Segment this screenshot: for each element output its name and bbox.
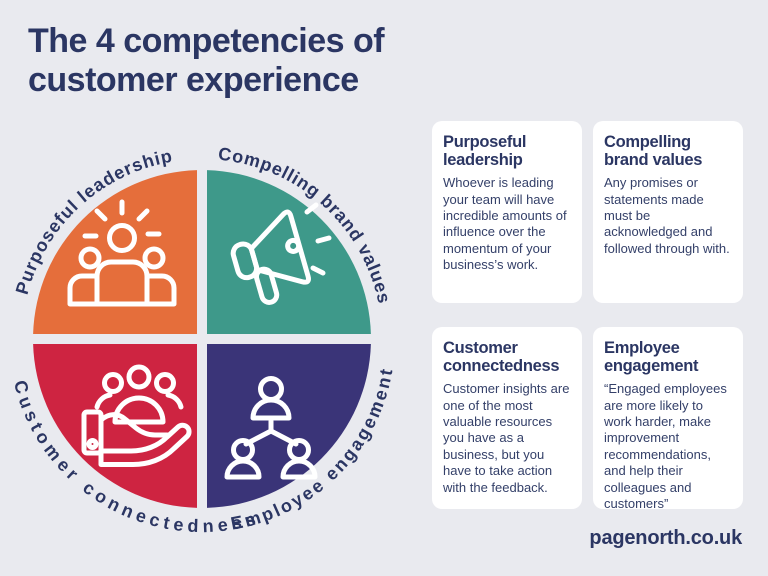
card-compelling-brand-values: Compelling brand values Any promises or … [593,121,743,303]
footer-website-url: pagenorth.co.uk [589,527,742,549]
card-customer-connectedness: Customer connectedness Customer insights… [432,327,582,509]
card-title: Customer connectedness [443,339,560,375]
title-line-2: customer experience [28,61,359,100]
card-body: Customer insights are one of the most va… [443,381,570,495]
card-title: Purposeful leadership [443,133,527,169]
competency-cards: Purposeful leadership Whoever is leading… [432,121,743,511]
card-purposeful-leadership: Purposeful leadership Whoever is leading… [432,121,582,303]
card-employee-engagement: Employee engagement “Engaged employees a… [593,327,743,511]
card-body: Any promises or statements made must be … [604,175,730,256]
leadership-group-icon [67,199,177,307]
megaphone-icon [230,202,332,305]
card-body: “Engaged employees are more likely to wo… [604,381,727,511]
quadrant-employee-engagement [207,344,371,508]
competencies-wheel-diagram: Purposeful leadership Compelling brand v… [10,144,394,537]
hand-holding-customers-icon [81,364,192,467]
card-title: Compelling brand values [604,133,703,169]
page-title: The 4 competencies of customer experienc… [28,22,385,100]
card-body: Whoever is leading your team will have i… [443,175,567,273]
card-title: Employee engagement [604,339,699,375]
title-line-1: The 4 competencies of [28,22,385,60]
org-chart-icon [224,376,318,480]
quadrant-purposeful-leadership [33,170,197,334]
quadrant-customer-connectedness [33,344,197,508]
